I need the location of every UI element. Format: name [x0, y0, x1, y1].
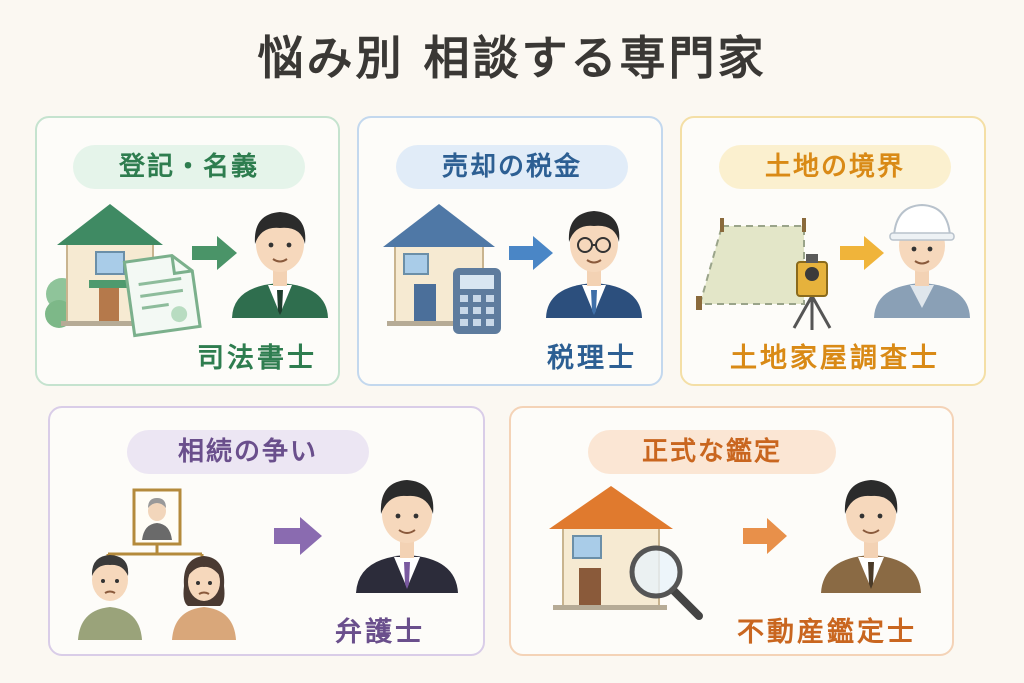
card-registration: 登記・名義 [35, 116, 340, 386]
surveying-instrument-icon [792, 254, 832, 330]
page-title: 悩み別 相談する専門家 [257, 31, 767, 85]
topic-pill: 登記・名義 [73, 145, 305, 189]
expert-label: 土地家屋調査士 [730, 343, 940, 374]
expert-label: 弁護士 [335, 617, 425, 648]
professional-icon [546, 211, 642, 318]
arrow-icon [509, 236, 553, 270]
topic-pill: 正式な鑑定 [588, 430, 836, 474]
arrow-icon [192, 236, 237, 270]
illustration-formal-appraisal [549, 480, 921, 620]
arrow-icon [743, 518, 787, 554]
illustration-registration [45, 204, 328, 338]
card-inheritance-dispute: 相続の争い [48, 406, 485, 656]
card-land-boundary: 土地の境界 土地家屋調査士 [680, 116, 986, 386]
expert-label: 司法書士 [197, 343, 317, 374]
topic-pill: 売却の税金 [396, 145, 628, 189]
document-icon [122, 253, 202, 338]
calculator-icon [453, 268, 501, 334]
illustration-inheritance-dispute [78, 480, 458, 640]
surveyor-icon [874, 203, 970, 318]
illustration-land-boundary [696, 203, 970, 330]
professional-icon [821, 480, 921, 593]
magnifier-icon [629, 545, 703, 620]
land-plot-icon [696, 218, 806, 310]
expert-label: 不動産鑑定士 [737, 617, 917, 648]
topic-pill: 土地の境界 [719, 145, 951, 189]
topic-pill: 相続の争い [127, 430, 369, 474]
arrow-icon [840, 236, 884, 270]
professional-icon [356, 480, 458, 593]
expert-label: 税理士 [547, 343, 637, 374]
card-formal-appraisal: 正式な鑑定 不動産鑑定士 [509, 406, 954, 656]
professional-icon [232, 212, 328, 318]
illustration-sale-tax [383, 204, 642, 334]
card-sale-tax: 売却の税金 [357, 116, 663, 386]
arrow-icon [274, 517, 322, 555]
family-tree-icon [78, 488, 236, 640]
